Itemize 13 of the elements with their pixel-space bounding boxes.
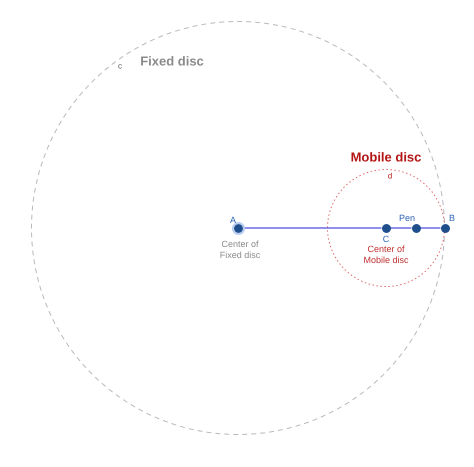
point-label: d — [388, 172, 392, 180]
point-caption: Center of Fixed disc — [218, 239, 262, 261]
disc-title: Fixed disc — [140, 54, 204, 68]
point-caption: Center of Mobile disc — [362, 244, 410, 266]
disc-title: Mobile disc — [350, 150, 422, 164]
point-label: C — [382, 234, 390, 244]
connecting-line — [420, 227, 440, 229]
connecting-line — [244, 227, 382, 229]
point-label: c — [118, 62, 122, 70]
connecting-line — [390, 227, 412, 229]
point-label: B — [449, 213, 455, 223]
point-label: A — [230, 215, 236, 225]
point-label: Pen — [399, 213, 415, 223]
